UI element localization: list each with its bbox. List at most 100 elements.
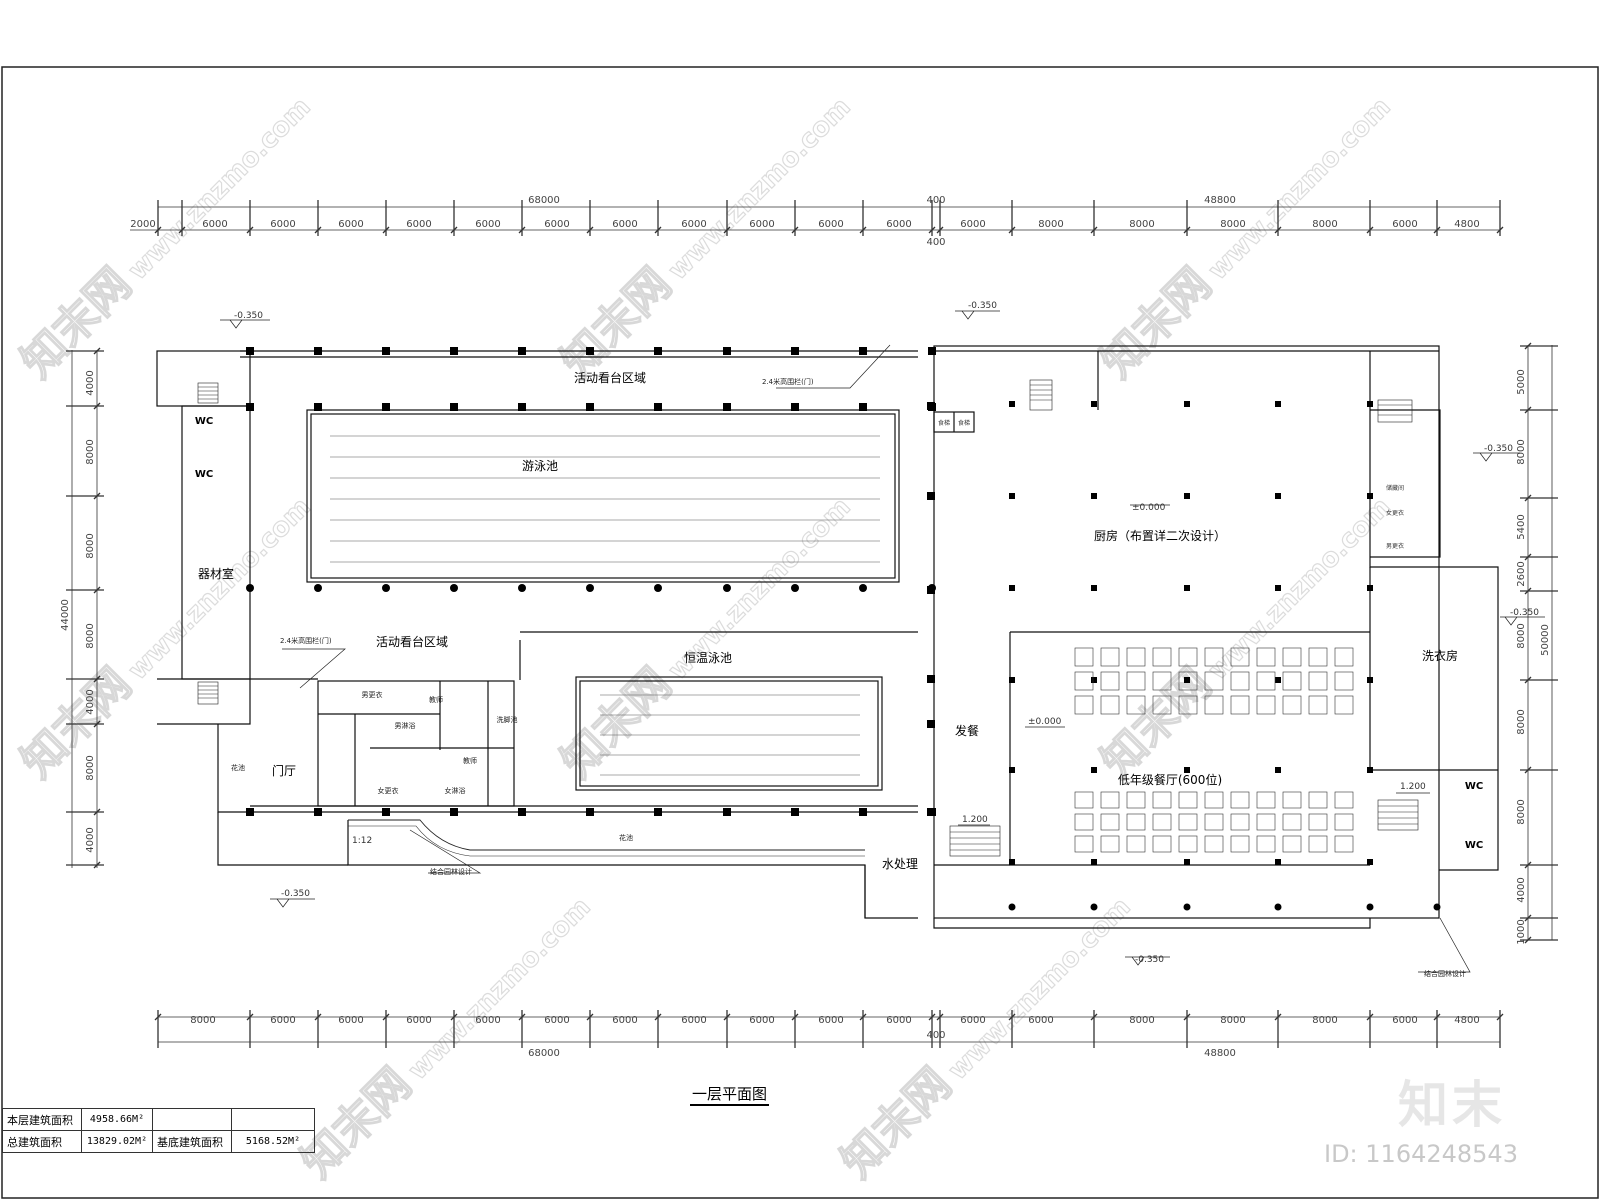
dim-top-seg: 8000 [1129, 219, 1154, 230]
watermark-url: www.znzmo.com [123, 92, 317, 286]
column [1275, 585, 1281, 591]
dining-table [1126, 695, 1146, 715]
label-railing-top: 2.4米高围栏(门) [762, 377, 814, 386]
column [1091, 493, 1097, 499]
column [1184, 677, 1190, 683]
column [1367, 677, 1373, 683]
column [518, 347, 526, 355]
dim-top-seg: 6000 [681, 219, 706, 230]
dining-table [1074, 695, 1094, 715]
column [927, 808, 935, 816]
column [791, 347, 799, 355]
total-area-value: 13829.02M² [81, 1130, 153, 1153]
dining-table [1100, 695, 1120, 715]
column [1009, 859, 1015, 865]
heated-pool-lane-lines [600, 694, 860, 776]
label-equipment-room: 器材室 [198, 566, 234, 581]
dim-bottom-total-left: 68000 [528, 1048, 560, 1059]
dim-top-seg: 6000 [338, 219, 363, 230]
dining-table [1074, 835, 1094, 853]
landscape-path-inner [348, 825, 865, 857]
leader-lines [282, 344, 1471, 973]
dining-table [1204, 835, 1224, 853]
table-row: 本层建筑面积 4958.66M² [2, 1108, 315, 1131]
column [1367, 585, 1373, 591]
dining-table [1074, 647, 1094, 667]
stairs [197, 379, 1419, 857]
total-area-label: 总建筑面积 [2, 1130, 82, 1153]
watermark-brand: 知末网 [832, 1058, 961, 1187]
dining-table [1334, 671, 1354, 691]
column [1009, 401, 1015, 407]
dining-table [1334, 835, 1354, 853]
column [1367, 401, 1373, 407]
dim-left-seg: 8000 [85, 623, 96, 648]
dim-bottom-seg: 6000 [544, 1015, 569, 1026]
label-storage: 储藏间 [1386, 484, 1404, 492]
dining-table [1256, 791, 1276, 809]
dim-right-seg: 8000 [1516, 709, 1527, 734]
dining-table [1126, 791, 1146, 809]
column [927, 675, 935, 683]
dining-table [1256, 647, 1276, 667]
dim-bottom-seg: 6000 [475, 1015, 500, 1026]
dining-table [1282, 835, 1302, 853]
dim-left-total: 44000 [60, 599, 71, 631]
column [1184, 493, 1190, 499]
dim-bottom-seg: 6000 [270, 1015, 295, 1026]
dim-top-seg: 6000 [406, 219, 431, 230]
label-wc: WC [195, 416, 213, 427]
dim-bottom-seg: 6000 [406, 1015, 431, 1026]
dim-right-seg: 1000 [1516, 919, 1527, 944]
level-markers [220, 310, 1545, 966]
column [859, 403, 867, 411]
dining-table [1230, 695, 1250, 715]
brand-logo: 知末 [1398, 1076, 1506, 1134]
watermark-brand: 知末网 [12, 658, 141, 787]
dim-bottom-seg: 8000 [1220, 1015, 1245, 1026]
column [791, 808, 799, 816]
dining-table [1230, 647, 1250, 667]
dining-table [1126, 835, 1146, 853]
column [1367, 493, 1373, 499]
dining-table [1256, 813, 1276, 831]
level-label: -0.350 [968, 301, 997, 311]
dim-top-seg: 6000 [202, 219, 227, 230]
floor-area-value: 4958.66M² [81, 1108, 153, 1131]
dining-table [1126, 671, 1146, 691]
dining-table [1308, 813, 1328, 831]
watermark-url: www.znzmo.com [943, 892, 1137, 1086]
dining-table [1282, 813, 1302, 831]
dining-table [1126, 813, 1146, 831]
column [1275, 767, 1281, 773]
column [314, 347, 322, 355]
column [1275, 677, 1281, 683]
table-cell-empty [152, 1108, 232, 1131]
dining-table [1178, 647, 1198, 667]
stair-serving [949, 825, 1001, 857]
column [1184, 401, 1190, 407]
label-heated-pool: 恒温泳池 [684, 651, 732, 665]
label-female-changing: 女更衣 [1386, 509, 1404, 517]
column [654, 347, 662, 355]
stair-top-right [1377, 399, 1413, 423]
column [723, 347, 731, 355]
dim-right-seg: 8000 [1516, 439, 1527, 464]
label-men-changing: 男更衣 [362, 690, 383, 699]
column [1091, 677, 1097, 683]
dim-bottom-total-right: 48800 [1204, 1048, 1236, 1059]
watermark-url: www.znzmo.com [1203, 92, 1397, 286]
watermark-brand: 知末网 [12, 258, 141, 387]
dim-right-seg: 8000 [1516, 623, 1527, 648]
column [654, 808, 662, 816]
dim-top-seg: 2000 [130, 219, 155, 230]
level-label: -0.350 [1135, 955, 1164, 965]
column [1367, 767, 1373, 773]
label-railing-left: 2.4米高围栏(门) [280, 636, 332, 645]
column [1275, 859, 1281, 865]
dining-table [1282, 695, 1302, 715]
level-label: ±0.000 [1132, 503, 1166, 513]
stair-laundry [1377, 799, 1419, 831]
label-pool: 游泳池 [522, 459, 558, 473]
